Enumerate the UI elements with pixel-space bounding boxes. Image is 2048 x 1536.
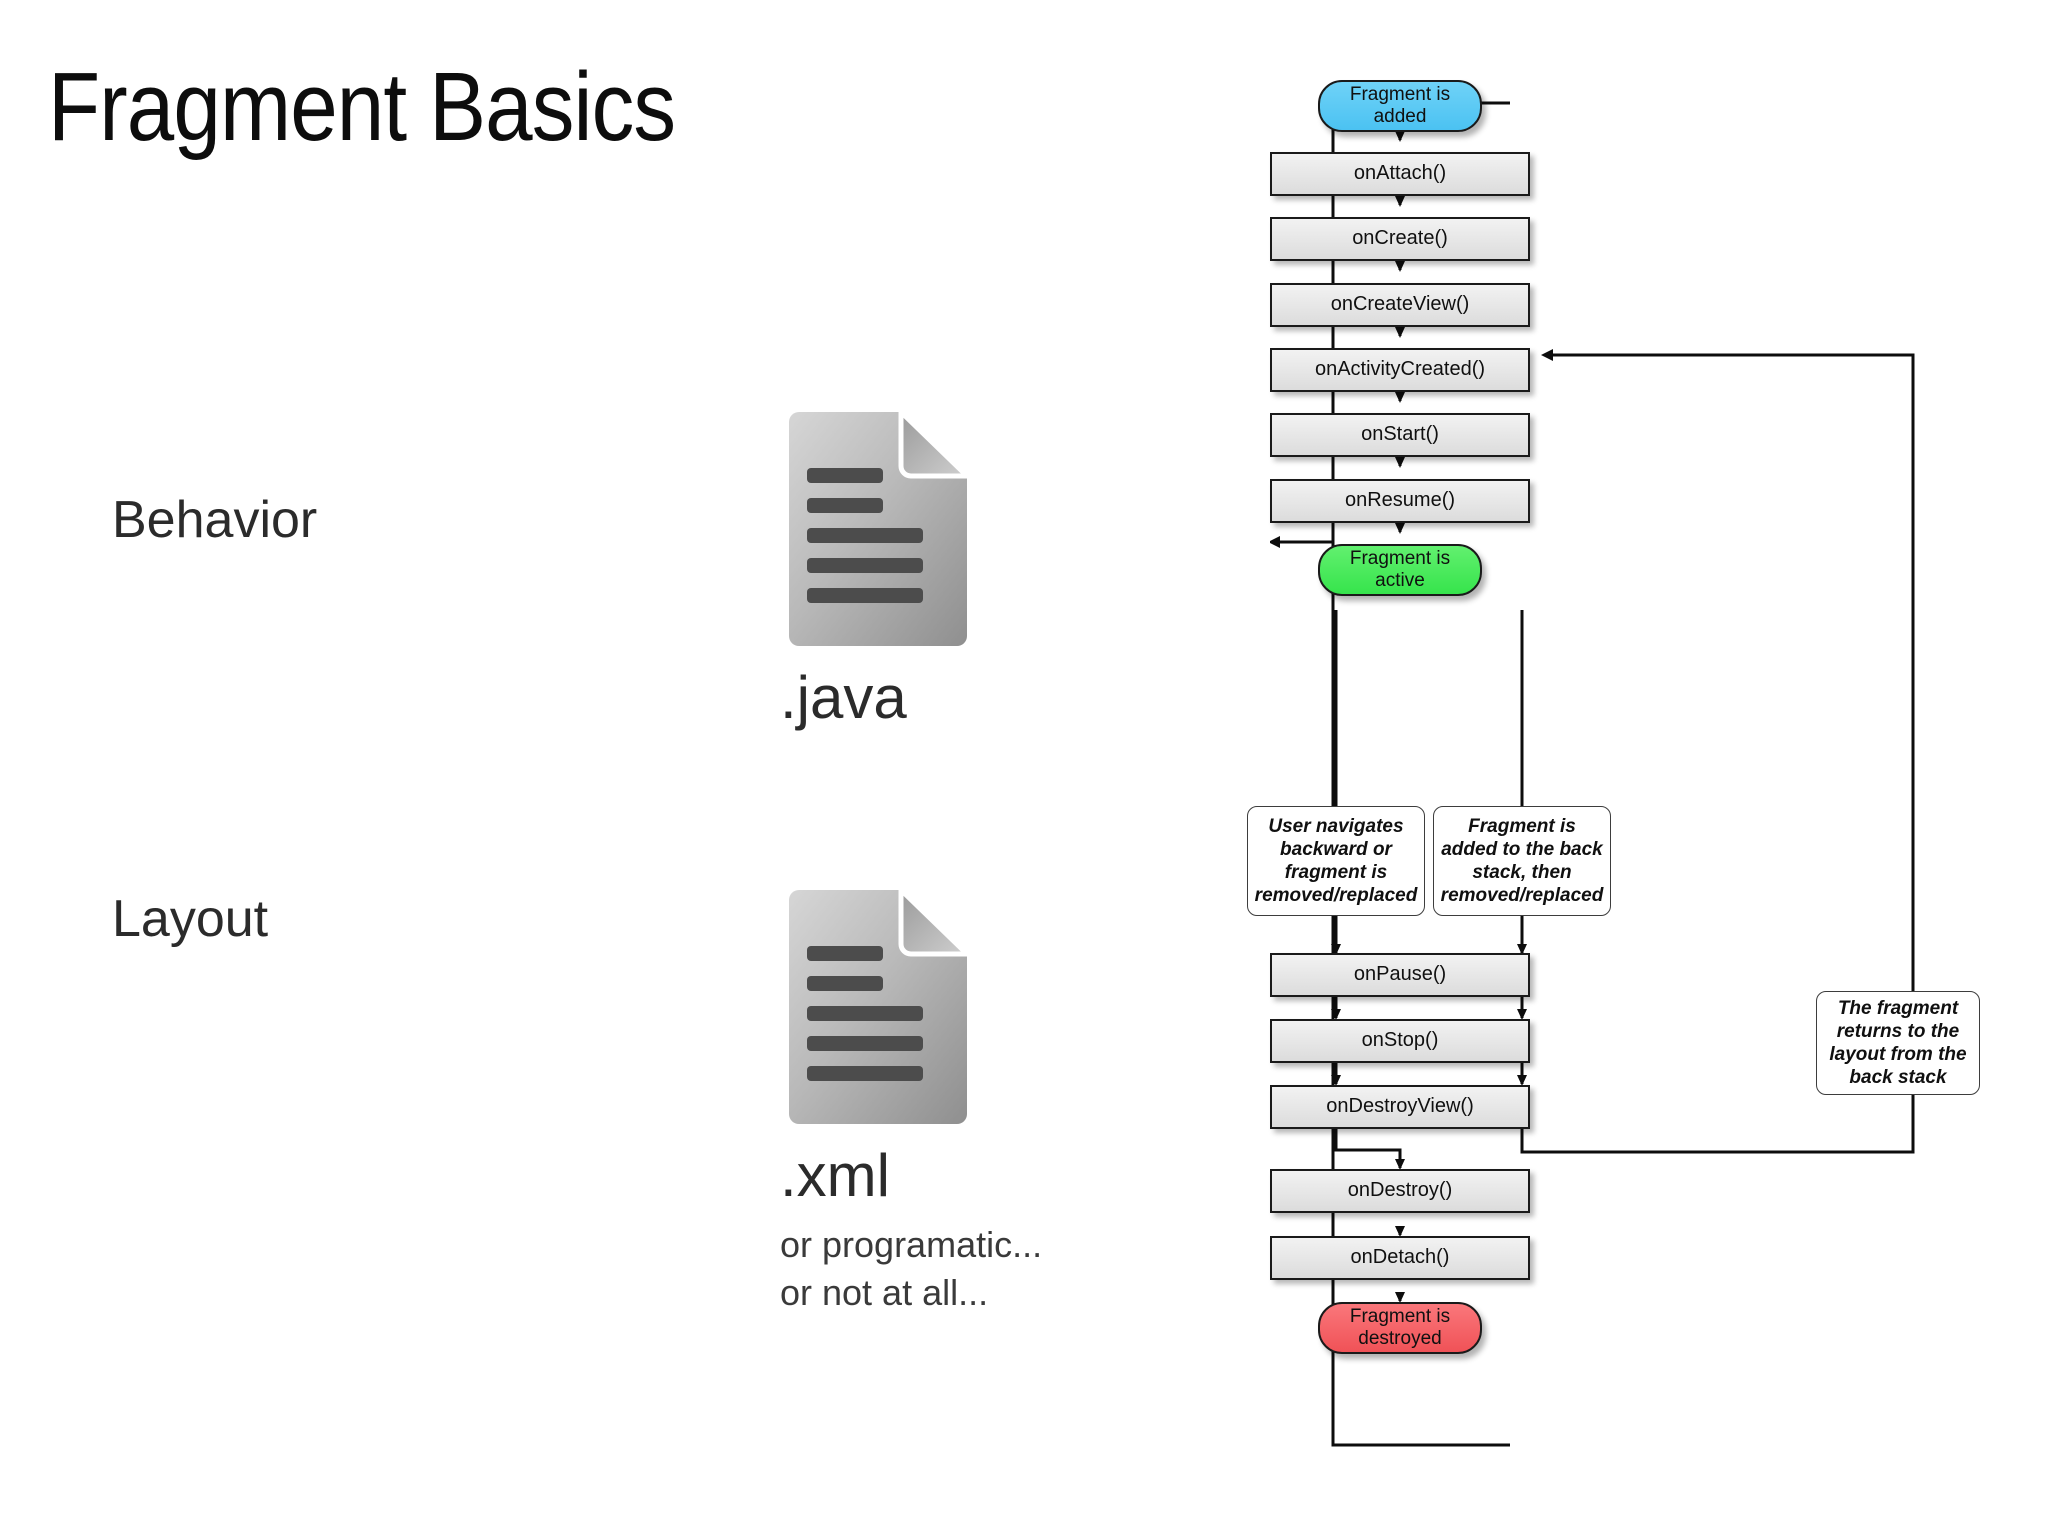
method-onresume[interactable]: onResume() xyxy=(1270,479,1530,523)
document-icon xyxy=(783,884,974,1128)
method-onpause[interactable]: onPause() xyxy=(1270,953,1530,997)
file-extension-java: .java xyxy=(780,664,907,731)
state-fragment-destroyed[interactable]: Fragment is destroyed xyxy=(1318,1302,1482,1354)
row-label-layout: Layout xyxy=(112,890,269,948)
layout-note-programmatic: or programatic... xyxy=(780,1224,1043,1265)
row-label-behavior: Behavior xyxy=(112,491,318,549)
method-oncreateview[interactable]: onCreateView() xyxy=(1270,283,1530,327)
state-active-line2: active xyxy=(1375,570,1425,591)
state-fragment-active[interactable]: Fragment is active xyxy=(1318,544,1482,596)
note-returns-to-layout: The fragment returns to the layout from … xyxy=(1816,991,1980,1095)
method-onstop[interactable]: onStop() xyxy=(1270,1019,1530,1063)
layout-note-not-at-all: or not at all... xyxy=(780,1272,989,1313)
file-extension-xml: .xml xyxy=(780,1142,890,1209)
note-added-to-back-stack: Fragment is added to the back stack, the… xyxy=(1433,806,1611,916)
flow-connectors xyxy=(1270,101,1915,1447)
state-destroyed-line2: destroyed xyxy=(1358,1328,1442,1349)
method-oncreate[interactable]: onCreate() xyxy=(1270,217,1530,261)
state-active-line1: Fragment is xyxy=(1349,547,1451,569)
document-icon xyxy=(783,406,974,650)
method-ondetach[interactable]: onDetach() xyxy=(1270,1236,1530,1280)
note-user-navigates: User navigates backward or fragment is r… xyxy=(1247,806,1425,916)
state-destroyed-line1: Fragment is xyxy=(1349,1305,1451,1327)
state-added-line1: Fragment is xyxy=(1349,83,1451,105)
state-added-line2: added xyxy=(1373,106,1427,127)
state-fragment-added[interactable]: Fragment is added xyxy=(1318,80,1482,132)
page-title: Fragment Basics xyxy=(48,52,676,161)
fragment-lifecycle-diagram: Fragment is added onAttach() onCreate() … xyxy=(1247,40,2048,1490)
method-ondestroy[interactable]: onDestroy() xyxy=(1270,1169,1530,1213)
method-onattach[interactable]: onAttach() xyxy=(1270,152,1530,196)
method-ondestroyview[interactable]: onDestroyView() xyxy=(1270,1085,1530,1129)
method-onstart[interactable]: onStart() xyxy=(1270,413,1530,457)
method-onactivitycreated[interactable]: onActivityCreated() xyxy=(1270,348,1530,392)
